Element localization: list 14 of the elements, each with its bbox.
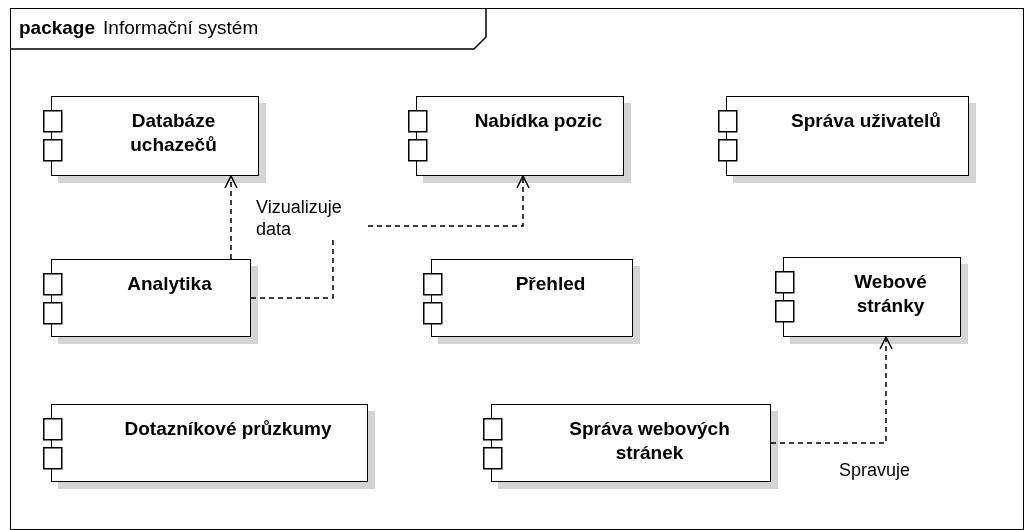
package-name: Informační systém — [103, 17, 259, 39]
component-name: Nabídka pozic — [473, 109, 604, 133]
component-name: Správa uživatelů — [790, 109, 942, 133]
component-name: Analytika — [126, 272, 213, 296]
component-name: Správa webových stránek — [568, 417, 731, 465]
package-keyword: package — [19, 17, 96, 39]
component-name: Přehled — [514, 272, 587, 296]
component-name: Databáze uchazečů — [129, 109, 218, 157]
dependency-arrow — [250, 175, 530, 299]
component-name: Dotazníkové průzkumy — [123, 417, 333, 441]
component-name: Webové stránky — [853, 270, 928, 318]
dependency-arrow — [224, 175, 238, 260]
package-frame — [10, 8, 1024, 530]
dependency-arrow — [770, 336, 893, 444]
